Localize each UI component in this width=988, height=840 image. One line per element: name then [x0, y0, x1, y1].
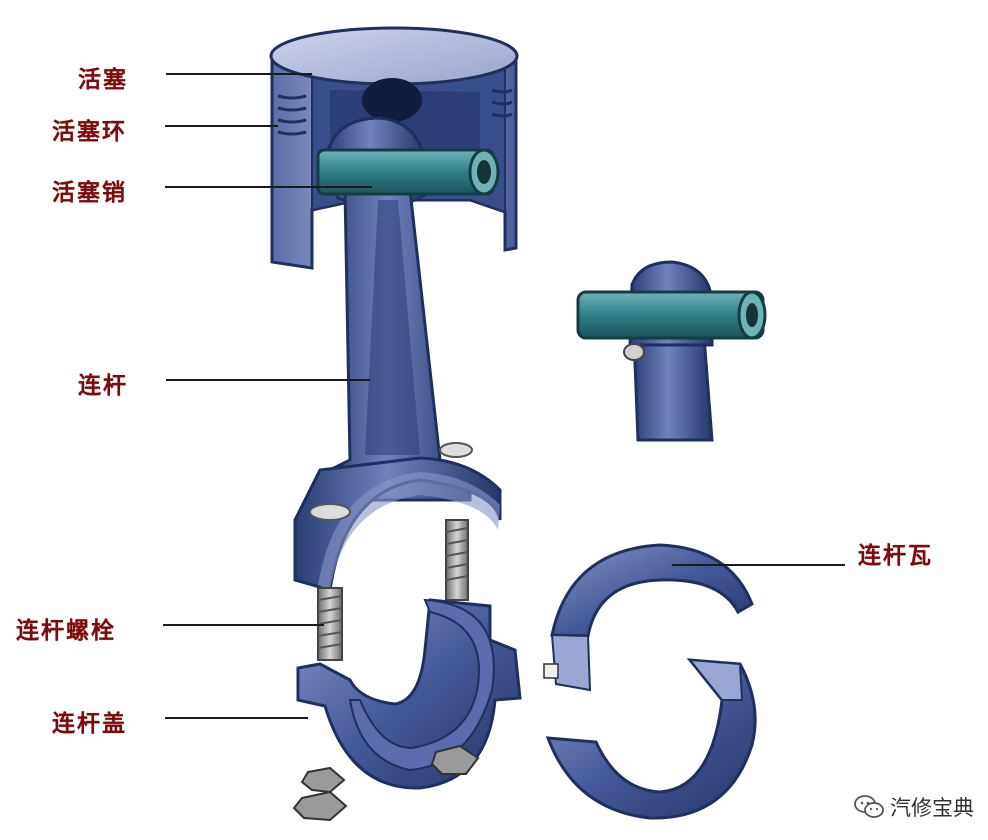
leader-lines — [163, 73, 845, 719]
label-rod-cap: 连杆盖 — [52, 710, 127, 737]
wechat-icon — [854, 795, 884, 818]
rod-bearing-part — [543, 543, 757, 820]
label-rod-bearing: 连杆瓦 — [858, 542, 933, 569]
piston-pin-part — [316, 148, 500, 196]
pin-detail-part — [576, 260, 767, 442]
label-piston: 活塞 — [78, 66, 128, 93]
piston-ring-grooves — [277, 88, 513, 136]
watermark: 汽修宝典 — [854, 792, 974, 822]
watermark-text: 汽修宝典 — [890, 796, 974, 820]
label-piston-ring: 活塞环 — [52, 118, 127, 145]
rod-cap-part — [292, 598, 522, 822]
label-connecting-rod: 连杆 — [78, 372, 128, 399]
label-rod-bolt: 连杆螺栓 — [16, 617, 116, 644]
label-piston-pin: 活塞销 — [52, 179, 127, 206]
